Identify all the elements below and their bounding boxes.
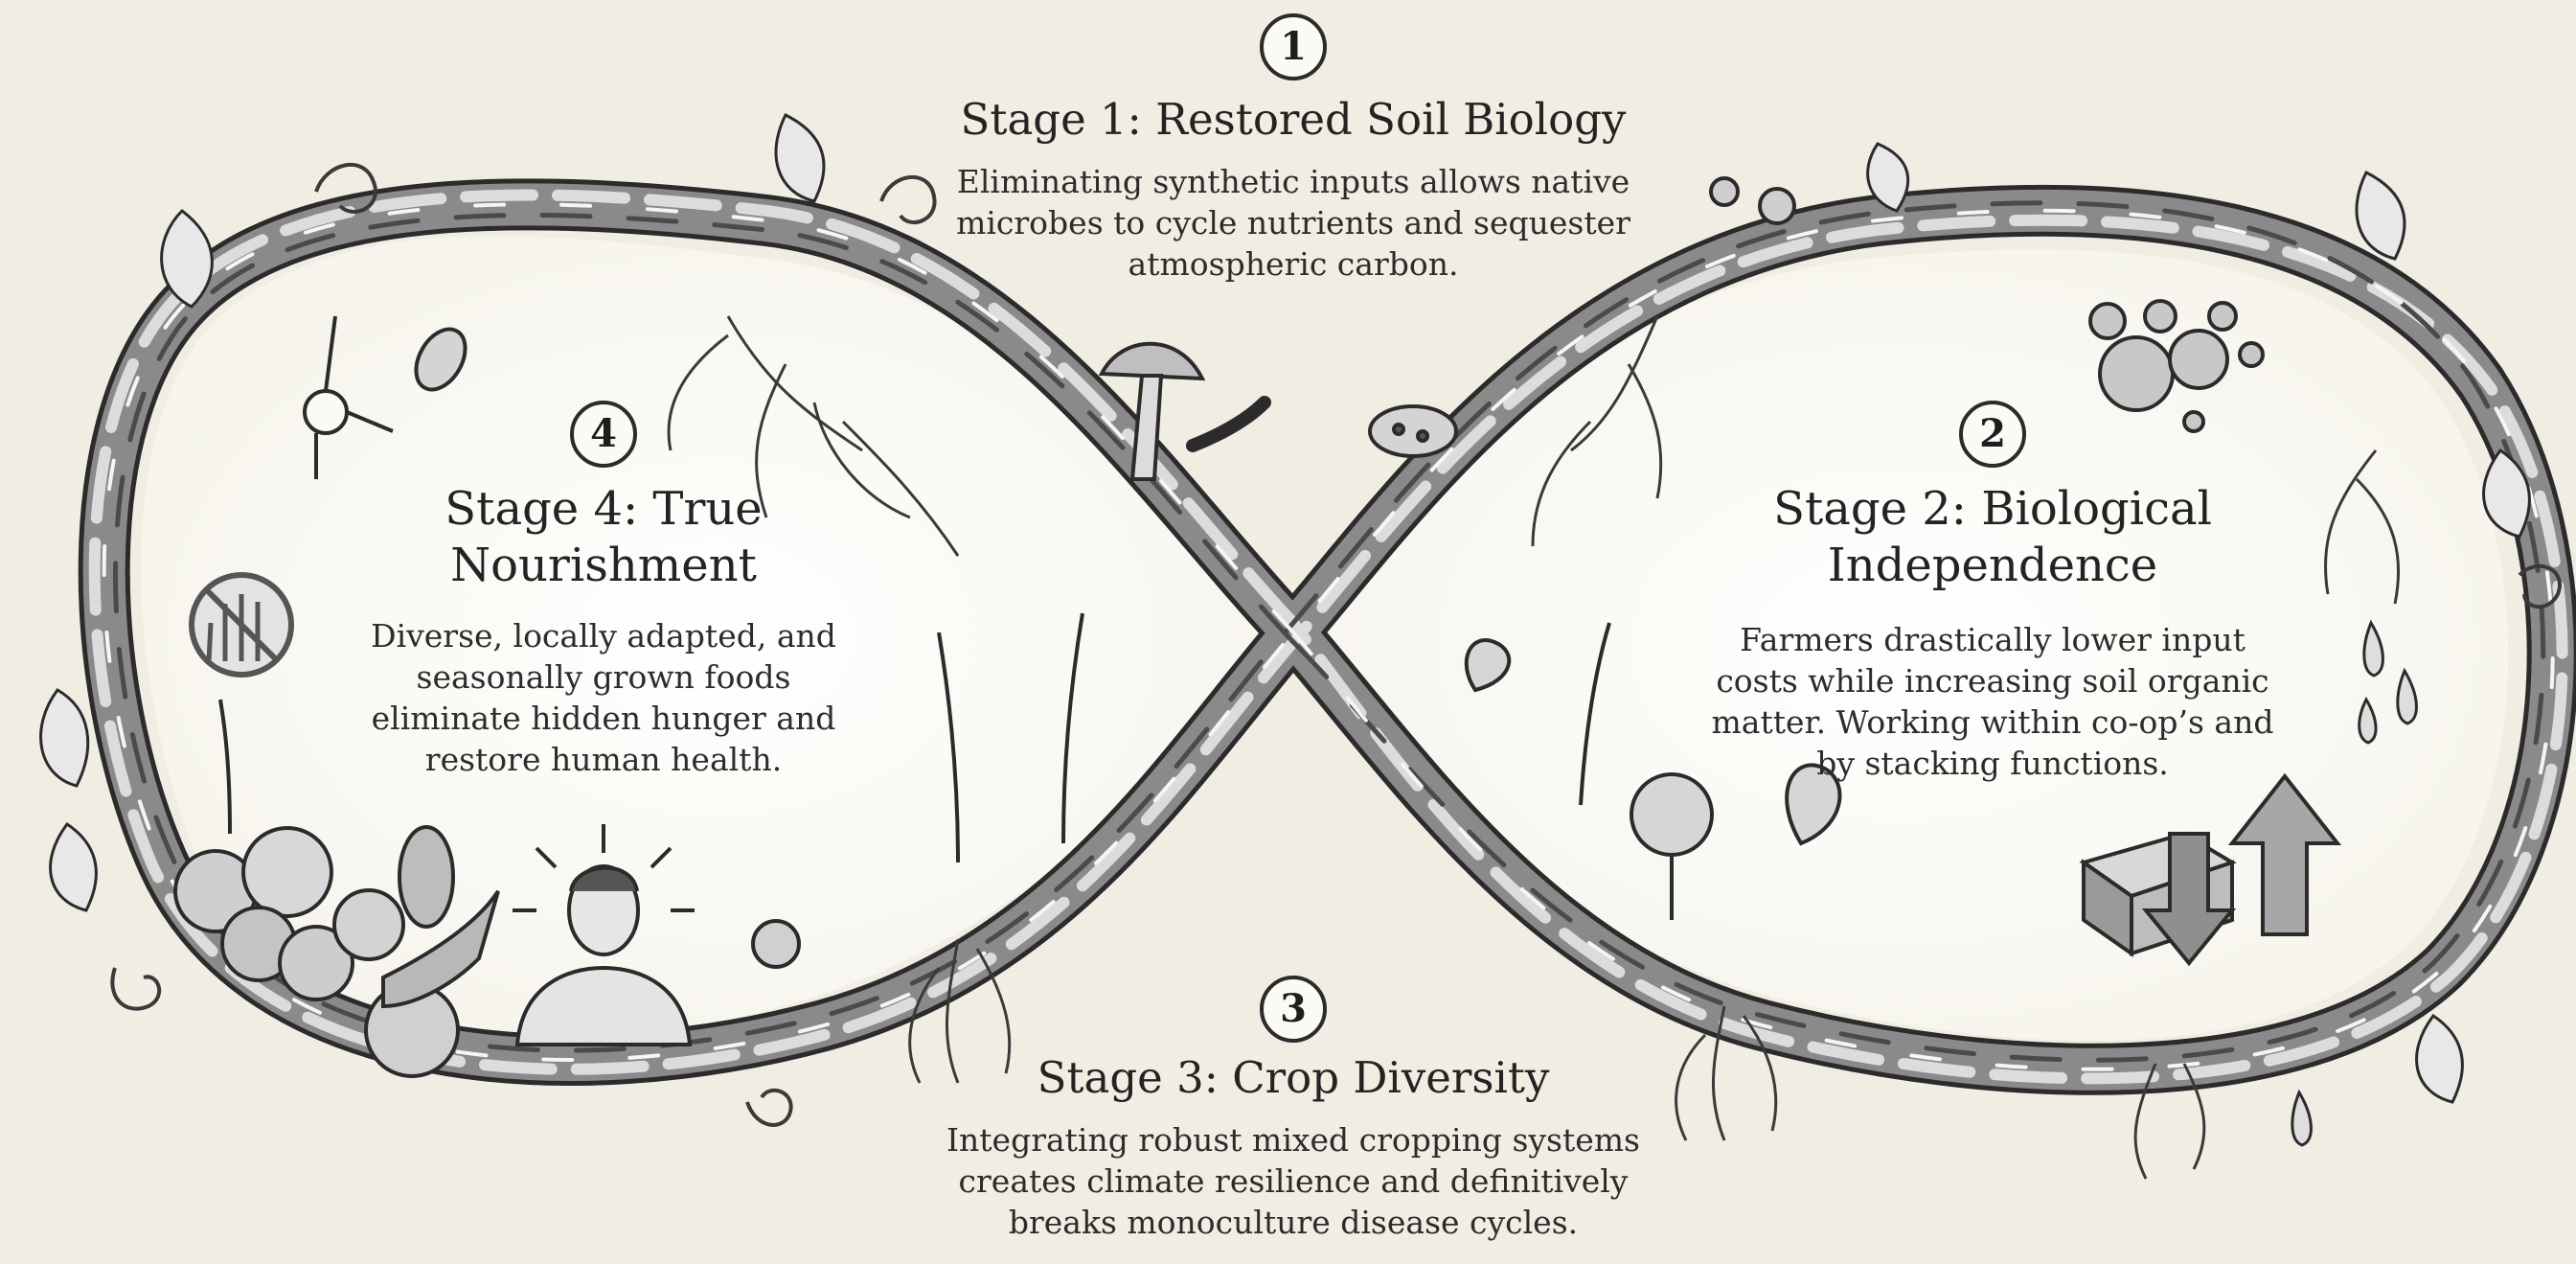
stage-description: Diverse, locally adapted, and seasonally… [345,616,862,781]
stage-4: 4 Stage 4: True Nourishment Diverse, loc… [287,401,920,781]
stage-title: Stage 2: Biological Independence [1686,481,2299,593]
stage-2: 2 Stage 2: Biological Independence Farme… [1657,401,2328,785]
stage-title: Stage 4: True Nourishment [316,481,891,593]
stage-number-badge: 1 [1260,13,1327,80]
stage-3: 3 Stage 3: Crop Diversity Integrating ro… [910,976,1676,1244]
stage-description: Eliminating synthetic inputs allows nati… [939,162,1648,286]
stage-description: Integrating robust mixed cropping system… [929,1120,1657,1244]
stage-number-badge: 4 [570,401,637,468]
stage-title: Stage 3: Crop Diversity [910,1052,1676,1105]
stage-number-badge: 3 [1260,976,1327,1043]
stage-title: Stage 1: Restored Soil Biology [920,94,1667,147]
stage-1: 1 Stage 1: Restored Soil Biology Elimina… [920,13,1667,286]
stage-number-badge: 2 [1959,401,2026,468]
no-hand-icon [192,575,291,675]
stage-description: Farmers drastically lower input costs wh… [1696,620,2290,785]
worm-icon [1193,402,1265,446]
